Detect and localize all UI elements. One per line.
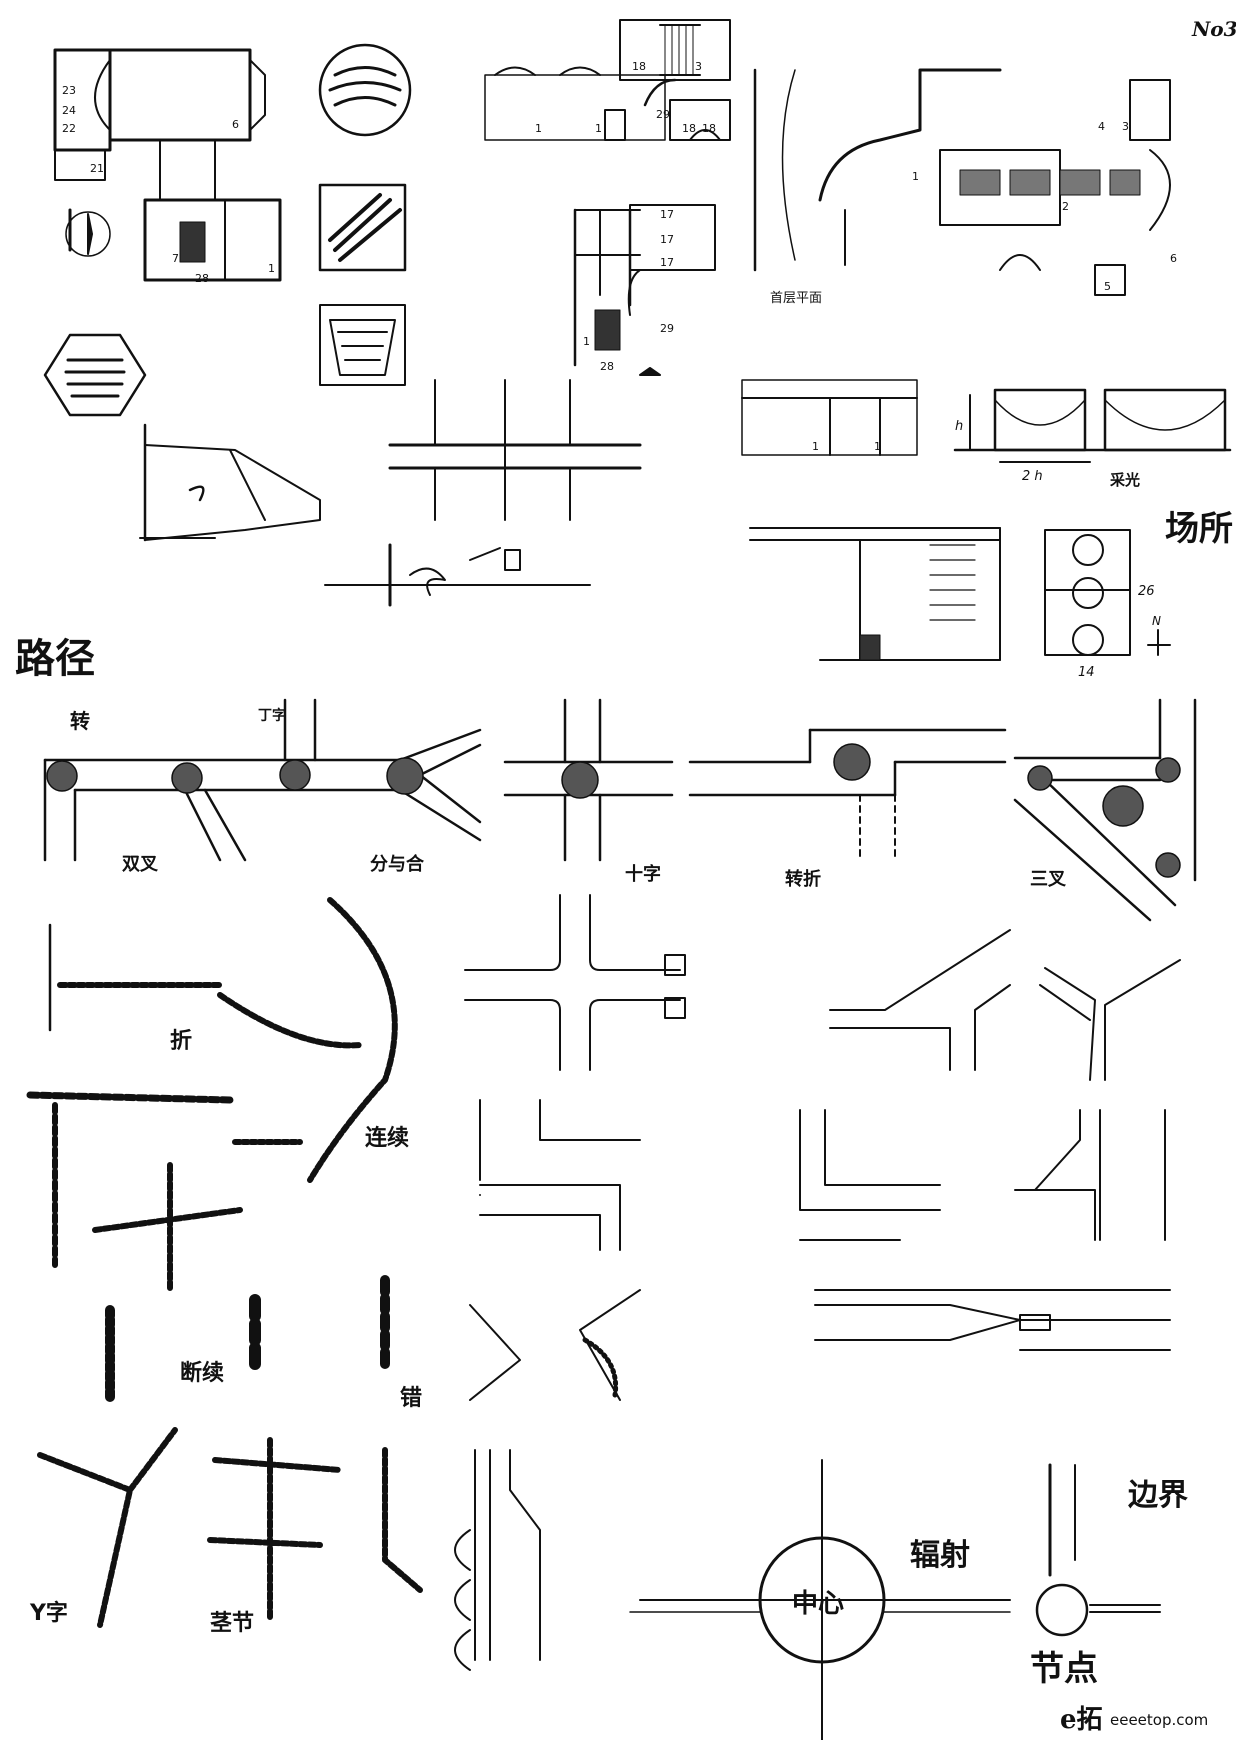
room-14: 14 bbox=[1078, 665, 1095, 680]
path-diagram-strip-1: 转 丁字 双叉 分与合 bbox=[43, 698, 482, 875]
cross-junction-plan bbox=[388, 379, 642, 521]
north-label: N bbox=[1152, 614, 1161, 628]
first-floor-title: 首层平面 bbox=[770, 291, 822, 306]
floor-plan-first-floor: 首层平面 1 2 3 4 5 6 bbox=[753, 68, 1177, 306]
path-node-fork-a bbox=[1027, 765, 1053, 791]
room-26: 26 bbox=[1138, 584, 1155, 599]
room-d1: 1 bbox=[912, 170, 919, 183]
label-y-shape: Y字 bbox=[29, 1600, 68, 1626]
heading-node: 节点 bbox=[1030, 1649, 1098, 1689]
room-23: 23 bbox=[62, 84, 76, 97]
node-boundary-diagram: 边界 节点 bbox=[1030, 1463, 1188, 1689]
watermark: e拓 eeeetop.com bbox=[1060, 1705, 1208, 1735]
room-24: 24 bbox=[62, 104, 76, 117]
label-cross: 十字 bbox=[625, 863, 661, 885]
label-staggered: 错 bbox=[400, 1385, 422, 1411]
room-17b: 17 bbox=[660, 233, 674, 246]
room-e2: 1 bbox=[874, 440, 881, 453]
dotted-path-sketches bbox=[26, 897, 423, 1628]
room-3: 3 bbox=[695, 60, 702, 73]
path-node-corner bbox=[833, 743, 871, 781]
label-turn: 转 bbox=[70, 709, 90, 733]
daylight-section: h 2 h 采光 bbox=[953, 388, 1232, 489]
label-corner: 转折 bbox=[785, 868, 821, 890]
room-1b: 1 bbox=[595, 122, 602, 135]
path-node-fork-b bbox=[1155, 757, 1181, 783]
label-knot: 茎节 bbox=[210, 1610, 254, 1636]
label-center: 中心 bbox=[792, 1589, 844, 1619]
label-radiate: 辐射 bbox=[910, 1538, 970, 1573]
label-continuous: 连续 bbox=[365, 1125, 409, 1151]
ramp-sketch bbox=[139, 423, 321, 542]
heading-path: 路径 bbox=[15, 635, 95, 682]
dim-h: h bbox=[955, 419, 963, 434]
theatre-circle-sketch bbox=[318, 43, 412, 137]
heading-boundary: 边界 bbox=[1128, 1478, 1188, 1513]
path-node-double-fork bbox=[171, 762, 203, 794]
corridor-section: 1 1 bbox=[741, 379, 918, 456]
place-circles-box: 26 14 N bbox=[1044, 529, 1171, 680]
label-fold: 折 bbox=[170, 1029, 192, 1054]
room-d6: 6 bbox=[1170, 252, 1177, 265]
page-number: No30 bbox=[1191, 17, 1236, 41]
room-e1: 1 bbox=[812, 440, 819, 453]
room-29b: 29 bbox=[660, 322, 674, 335]
hexagon-auditorium bbox=[43, 333, 147, 417]
floor-plan-b: 18 3 1 1 29 18 18 bbox=[484, 19, 731, 141]
path-node-fork-c bbox=[1155, 852, 1181, 878]
label-intermittent: 断续 bbox=[180, 1360, 224, 1386]
floor-plan-a: 23 24 22 6 21 7 28 1 bbox=[53, 48, 282, 285]
room-18c: 18 bbox=[702, 122, 716, 135]
room-7: 7 bbox=[172, 252, 179, 265]
watermark-logo: e拓 bbox=[1060, 1705, 1103, 1735]
room-28: 28 bbox=[195, 272, 209, 285]
path-node-turn bbox=[46, 760, 78, 792]
room-d4: 4 bbox=[1098, 120, 1105, 133]
room-d3: 3 bbox=[1122, 120, 1129, 133]
room-22: 22 bbox=[62, 122, 76, 135]
floor-plan-c: 17 17 17 1 29 28 bbox=[573, 204, 716, 376]
center-radiate-diagram: 中心 辐射 bbox=[629, 1459, 1011, 1741]
l-corridor-stairs bbox=[749, 527, 1001, 661]
room-18b: 18 bbox=[682, 122, 696, 135]
label-t-junction: 丁字 bbox=[258, 707, 286, 724]
room-d5: 5 bbox=[1104, 280, 1111, 293]
room-c1: 1 bbox=[583, 335, 590, 348]
room-28b: 28 bbox=[600, 360, 614, 373]
label-double-fork: 双叉 bbox=[122, 854, 159, 875]
room-18a: 18 bbox=[632, 60, 646, 73]
path-diagram-strip-2: 十字 转折 bbox=[503, 698, 1007, 890]
flow-sketch bbox=[324, 543, 591, 607]
path-diagram-strip-3: 三叉 bbox=[1013, 698, 1197, 922]
room-d2: 2 bbox=[1062, 200, 1069, 213]
room-1: 1 bbox=[268, 262, 275, 275]
dim-2h: 2 h bbox=[1022, 469, 1043, 484]
room-17c: 17 bbox=[660, 256, 674, 269]
path-node-split bbox=[386, 757, 424, 795]
room-1a: 1 bbox=[535, 122, 542, 135]
room-17a: 17 bbox=[660, 208, 674, 221]
room-6: 6 bbox=[232, 118, 239, 131]
hatched-square bbox=[318, 183, 407, 272]
room-29a: 29 bbox=[656, 108, 670, 121]
heading-place: 场所 bbox=[1165, 509, 1233, 549]
path-node-fork-center bbox=[1102, 785, 1144, 827]
watermark-site: eeeetop.com bbox=[1110, 1711, 1208, 1729]
junction-details bbox=[454, 894, 1181, 1671]
label-split-merge: 分与合 bbox=[370, 853, 425, 875]
path-node-t bbox=[279, 759, 311, 791]
label-daylight: 采光 bbox=[1109, 471, 1140, 489]
label-three-fork: 三叉 bbox=[1030, 869, 1067, 890]
room-21: 21 bbox=[90, 162, 104, 175]
trapezoid-auditorium bbox=[319, 304, 406, 386]
path-node-cross bbox=[561, 761, 599, 799]
